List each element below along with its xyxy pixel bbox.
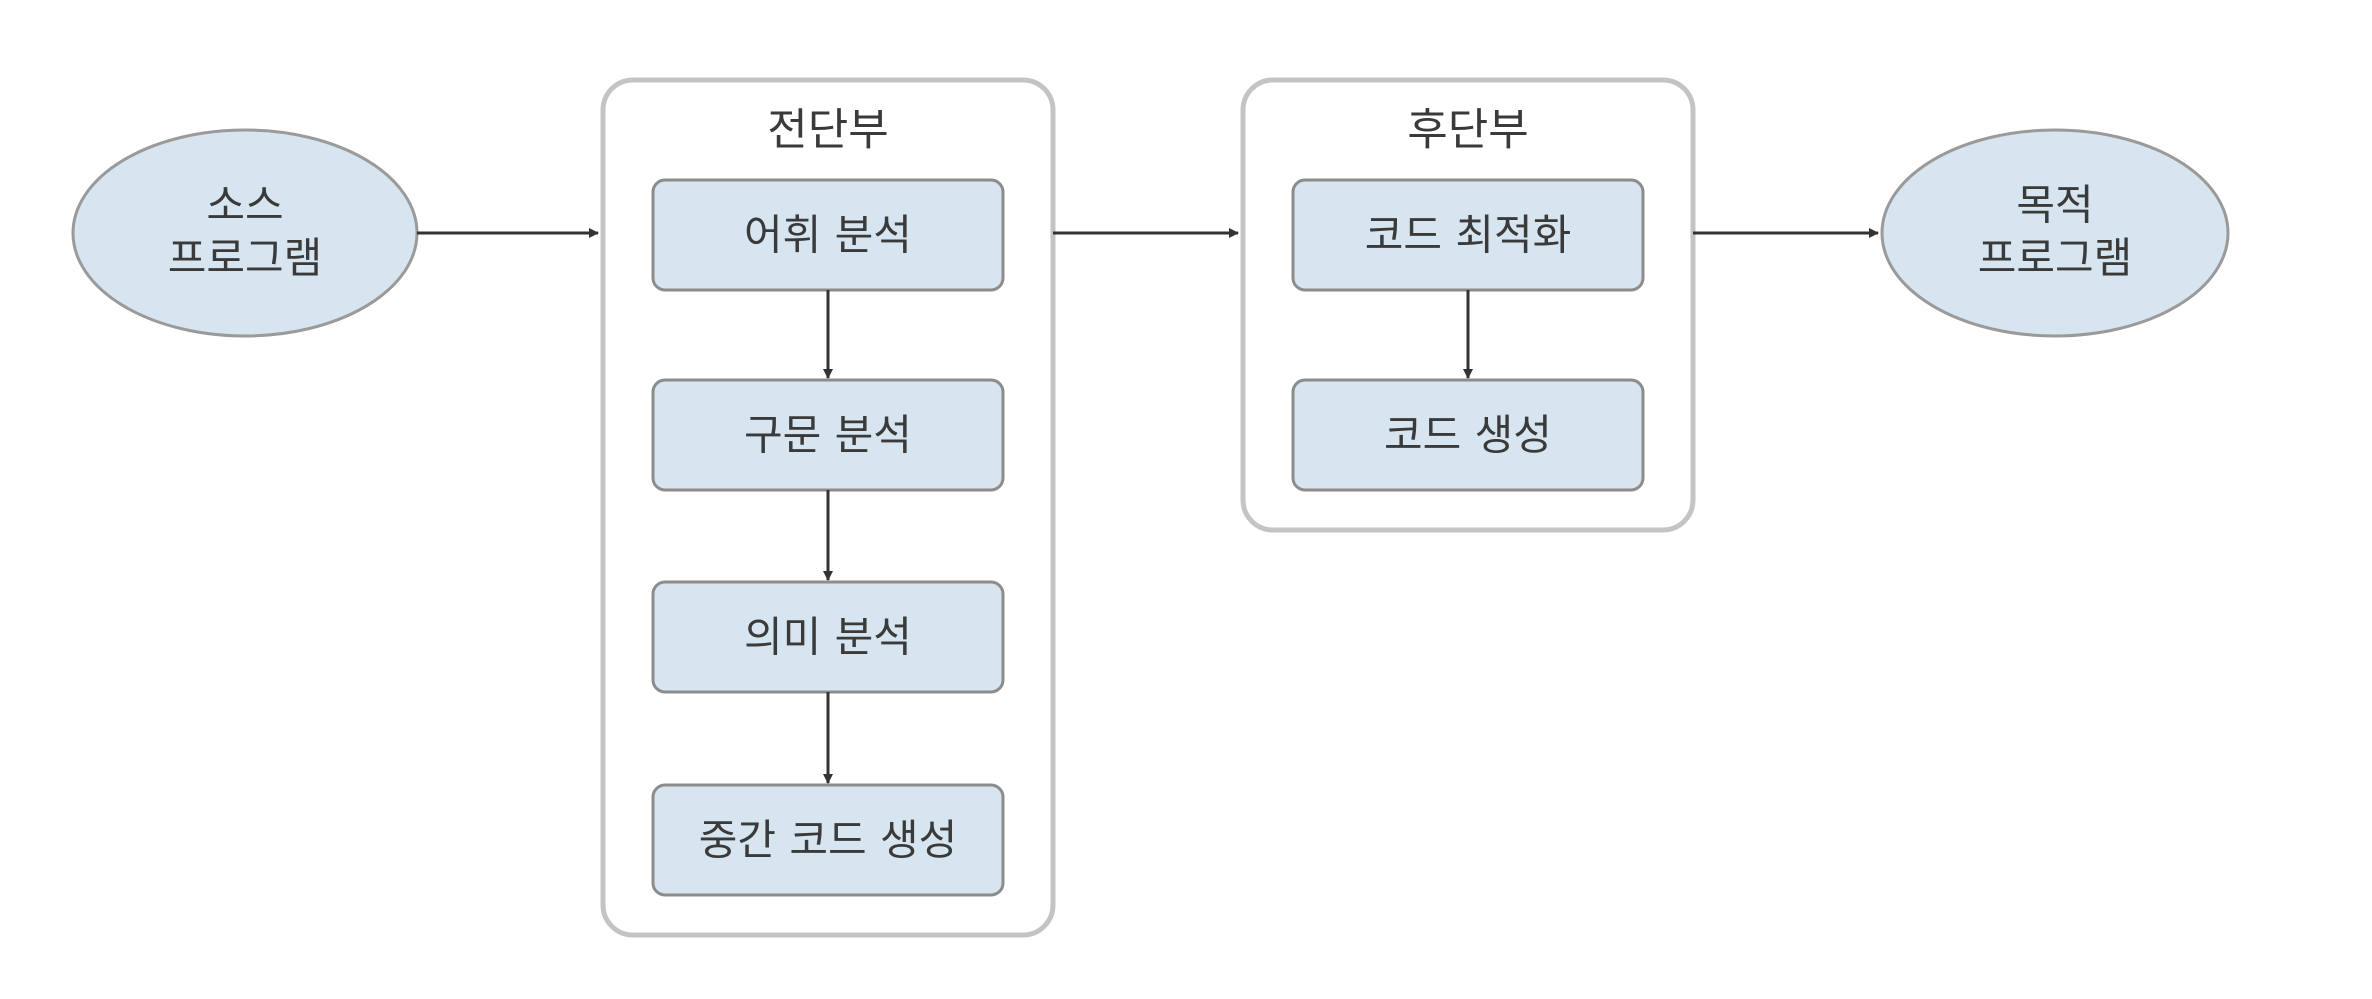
target-program-ellipse bbox=[1880, 128, 2230, 338]
lexical-analysis-label: 어휘 분석 bbox=[744, 211, 912, 260]
target-program-label-line1: 목적 bbox=[2016, 181, 2093, 230]
backend-title: 후단부 bbox=[1407, 105, 1528, 156]
semantic-analysis-label: 의미 분석 bbox=[744, 613, 912, 662]
intermediate-code-generation-box bbox=[651, 783, 1005, 897]
source-program-label-line2: 프로그램 bbox=[168, 234, 323, 283]
source-program-node: 소스 프로그램 bbox=[71, 128, 419, 338]
code-generation-label: 코드 생성 bbox=[1384, 411, 1552, 460]
backend-group: 후단부 코드 최적화 코드 생성 bbox=[1240, 77, 1696, 533]
frontend-group: 전단부 어휘 분석 구문 분석 의미 분석 중간 코드 생성 bbox=[600, 77, 1056, 938]
code-generation-box bbox=[1291, 378, 1645, 492]
intermediate-code-generation-label: 중간 코드 생성 bbox=[699, 816, 958, 865]
target-program-node: 목적 프로그램 bbox=[1880, 128, 2230, 338]
code-optimization-label: 코드 최적화 bbox=[1365, 211, 1572, 260]
source-program-label-line1: 소스 bbox=[206, 181, 283, 230]
syntax-analysis-label: 구문 분석 bbox=[744, 411, 912, 460]
target-program-label-line2: 프로그램 bbox=[1978, 234, 2133, 283]
frontend-title: 전단부 bbox=[767, 105, 888, 156]
